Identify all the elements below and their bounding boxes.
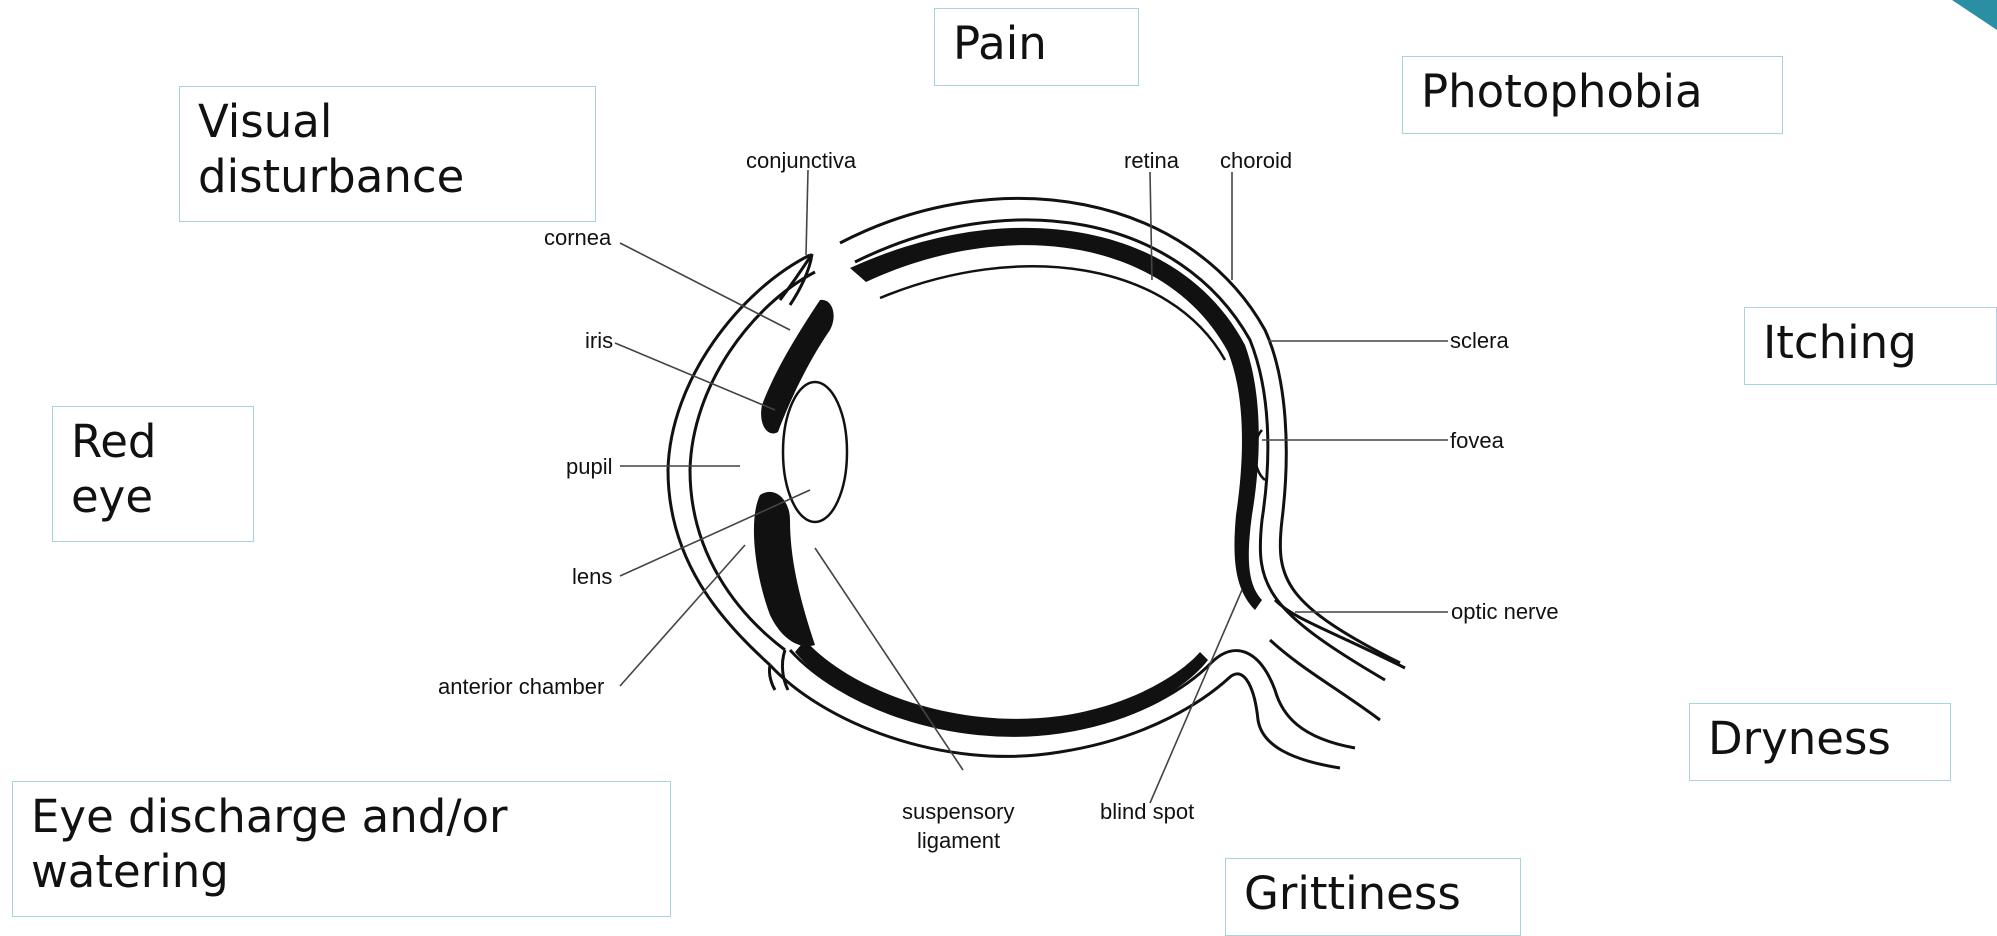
symptom-eye-discharge-line-1: Eye discharge and/or [31,790,652,845]
symptom-red-eye: Red eye [52,406,254,542]
symptom-dryness-text: Dryness [1708,712,1891,765]
optic-nerve-top [1275,600,1405,668]
label-suspensory-ligament-2: ligament [917,828,1000,853]
label-anterior-chamber: anterior chamber [438,674,604,699]
symptom-grittiness-text: Grittiness [1244,867,1461,920]
symptom-itching: Itching [1744,307,1997,385]
symptom-visual-disturbance-line-1: Visual [198,95,577,150]
symptom-eye-discharge-line-2: watering [31,845,652,900]
label-retina: retina [1124,148,1180,173]
leader-lines [615,170,1448,803]
label-choroid: choroid [1220,148,1292,173]
symptom-pain: Pain [934,8,1139,86]
eye-labels: conjunctiva retina choroid cornea iris s… [438,148,1559,853]
sclera-inner [855,220,1385,680]
sclera-outer [840,198,1400,663]
label-cornea: cornea [544,225,612,250]
symptom-dryness: Dryness [1689,703,1951,781]
label-conjunctiva: conjunctiva [746,148,857,173]
label-suspensory-ligament-1: suspensory [902,799,1015,824]
symptom-grittiness: Grittiness [1225,858,1521,936]
label-optic-nerve: optic nerve [1451,599,1559,624]
symptom-photophobia: Photophobia [1402,56,1783,134]
symptom-red-eye-line-2: eye [71,470,235,525]
label-lens: lens [572,564,612,589]
symptom-pain-text: Pain [953,17,1047,70]
lens-shape [783,382,847,522]
optic-nerve-bottom [1270,640,1380,720]
symptom-itching-text: Itching [1763,316,1917,369]
label-iris: iris [585,328,613,353]
symptom-visual-disturbance: Visual disturbance [179,86,596,222]
label-blind-spot: blind spot [1100,799,1194,824]
label-pupil: pupil [566,454,612,479]
eye-anatomy [668,198,1405,768]
symptom-visual-disturbance-line-2: disturbance [198,150,577,205]
symptom-photophobia-text: Photophobia [1421,65,1703,118]
label-sclera: sclera [1450,328,1509,353]
choroid-band [754,228,1262,735]
conjunctiva-bottom [769,650,788,690]
symptom-red-eye-line-1: Red [71,415,235,470]
symptom-eye-discharge: Eye discharge and/or watering [12,781,671,917]
label-fovea: fovea [1450,428,1505,453]
